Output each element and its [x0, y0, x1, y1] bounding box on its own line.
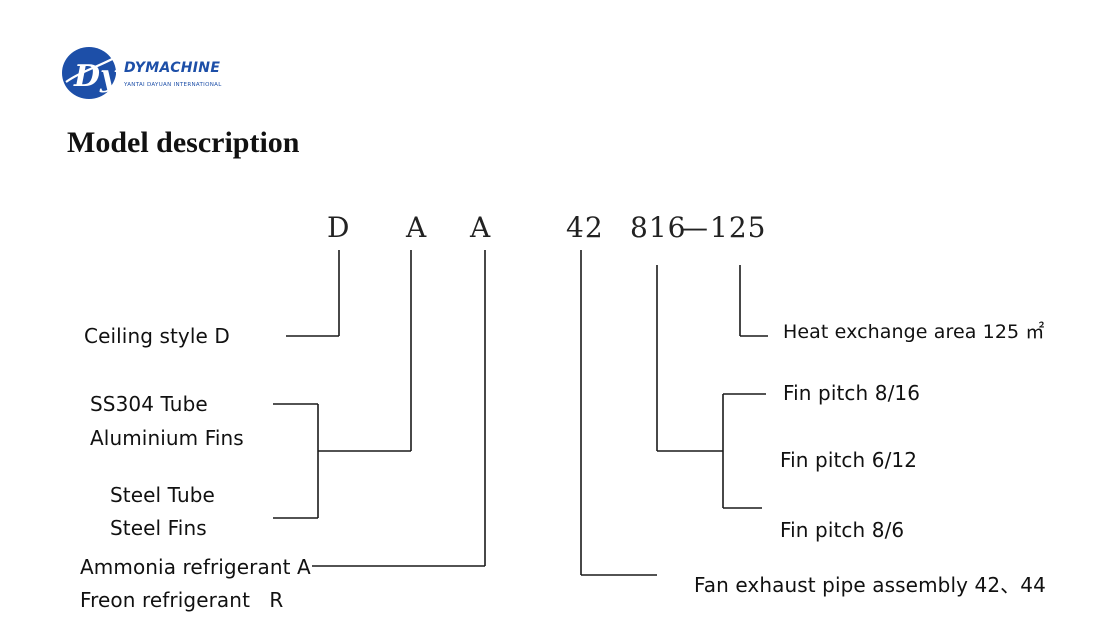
label-ceiling-style: Ceiling style D — [84, 324, 230, 348]
code-d: D — [327, 211, 351, 244]
page-title: Model description — [67, 126, 300, 159]
code-a-fins: A — [406, 211, 428, 244]
label-steel-fins: Steel Fins — [110, 516, 207, 540]
dy-logo-icon: Dy — [62, 47, 120, 99]
label-aluminium-fins: Aluminium Fins — [90, 426, 244, 450]
logo-tagline: YANTAI DAYUAN INTERNATIONAL — [124, 82, 222, 88]
label-fin-pitch-6-12: Fin pitch 6/12 — [780, 448, 918, 472]
code-dash: — — [680, 211, 709, 244]
logo-monogram: Dy — [73, 59, 120, 94]
company-logo: Dy DYMACHINE YANTAI DAYUAN INTERNATIONAL — [60, 42, 222, 106]
code-42: 42 — [566, 211, 604, 244]
label-heat-exchange-area: Heat exchange area 125 ㎡ — [783, 321, 1045, 343]
logo-wordmark: DYMACHINE — [124, 60, 221, 76]
code-816: 816 — [630, 211, 687, 244]
code-125: 125 — [710, 211, 767, 244]
label-steel-tube: Steel Tube — [110, 483, 215, 507]
code-a-refrigerant: A — [470, 211, 492, 244]
label-ammonia-refrigerant: Ammonia refrigerant A — [80, 555, 311, 579]
label-fan-exhaust-pipe: Fan exhaust pipe assembly 42、44 — [694, 573, 1046, 597]
label-freon-refrigerant: Freon refrigerant R — [80, 588, 284, 612]
label-ss304-tube: SS304 Tube — [90, 392, 208, 416]
label-fin-pitch-8-6: Fin pitch 8/6 — [780, 518, 905, 542]
label-fin-pitch-8-16: Fin pitch 8/16 — [783, 381, 921, 405]
